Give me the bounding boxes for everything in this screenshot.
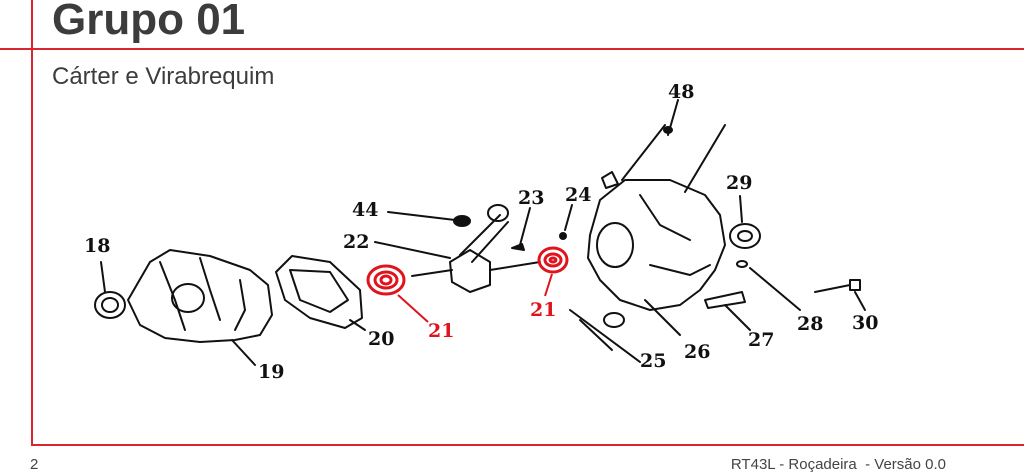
part-18-seal — [94, 261, 126, 319]
label-44: 44 — [352, 199, 378, 221]
label-20: 20 — [368, 328, 394, 350]
label-28: 28 — [797, 313, 823, 335]
label-24: 24 — [565, 184, 591, 206]
part-44-pin — [387, 211, 471, 227]
label-21-left: 21 — [428, 320, 454, 342]
label-23: 23 — [518, 187, 544, 209]
part-28-washer — [736, 260, 801, 311]
part-19-crankcase — [127, 249, 273, 366]
label-25: 25 — [640, 350, 666, 372]
label-19: 19 — [258, 361, 284, 383]
part-26-crankcase — [587, 124, 726, 336]
part-22-crankshaft — [374, 204, 541, 293]
label-21-right: 21 — [530, 299, 556, 321]
document-info: RT43L - Roçadeira - Versão 0.0 — [730, 456, 946, 473]
label-27: 27 — [748, 329, 774, 351]
label-30: 30 — [852, 312, 878, 334]
footer-divider — [31, 444, 1024, 446]
page-title: Grupo 01 — [52, 0, 246, 44]
part-30-bolt — [814, 279, 866, 311]
part-21-bearings — [366, 246, 569, 323]
part-23-24-keys — [511, 204, 573, 251]
part-48-bolt — [663, 99, 679, 136]
page-subtitle: Cárter e Virabrequim — [52, 63, 275, 90]
header-divider — [0, 48, 1024, 50]
label-22: 22 — [343, 231, 369, 253]
label-29: 29 — [726, 172, 752, 194]
label-18: 18 — [84, 235, 110, 257]
label-48: 48 — [668, 81, 694, 103]
part-20-gasket — [275, 255, 366, 331]
part-25-plug — [569, 309, 641, 363]
label-26: 26 — [684, 341, 710, 363]
part-29-bearing — [729, 195, 761, 249]
left-accent-line — [31, 0, 33, 445]
page-number: 2 — [30, 456, 39, 473]
part-27-bracket — [704, 291, 751, 331]
